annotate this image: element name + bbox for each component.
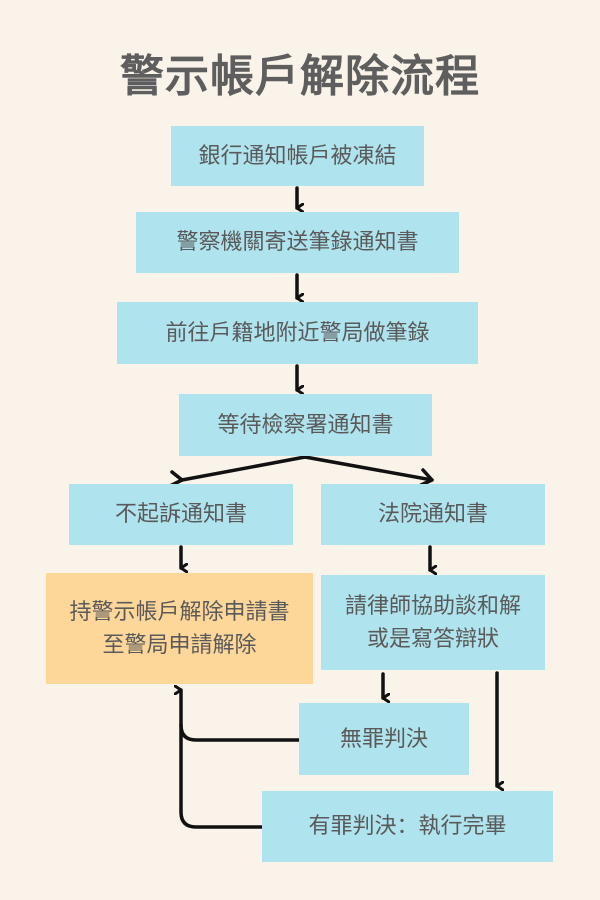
- step-label: 警察機關寄送筆錄通知書: [176, 230, 419, 255]
- arrow-4-6: [303, 455, 434, 482]
- step-label: 銀行通知帳戶被凍結: [198, 143, 397, 169]
- step-label: 前往戶籍地附近警局做筆錄: [165, 320, 430, 346]
- step-label: 無罪判決: [339, 726, 428, 752]
- step-police-notice: 警察機關寄送筆錄通知書: [136, 212, 459, 273]
- step-label: 法院通知書: [377, 502, 488, 527]
- page-title: 警示帳戶解除流程: [120, 51, 480, 102]
- step-label: 至警局申請解除: [102, 632, 257, 658]
- step-guilty-served: 有罪判決：執行完畢: [262, 791, 553, 862]
- step-lawyer: 請律師協助談和解或是寫答辯狀: [321, 575, 545, 670]
- step-bank-notice: 銀行通知帳戶被凍結: [171, 126, 424, 186]
- arrow-4-5: [180, 455, 307, 482]
- arrow-10-7: [179, 723, 264, 829]
- step-apply-release: 持警示帳戶解除申請書至警局申請解除: [46, 573, 313, 684]
- step-await-prosecutor: 等待檢察署通知書: [179, 394, 432, 456]
- step-label: 有罪判決：執行完畢: [308, 814, 507, 839]
- step-non-prosecution: 不起訴通知書: [69, 484, 293, 545]
- step-label: 等待檢察署通知書: [217, 412, 394, 438]
- arrow-9-7: [181, 690, 301, 742]
- step-court-notice: 法院通知書: [321, 484, 545, 545]
- step-label: 持警示帳戶解除申請書: [69, 599, 290, 625]
- step-label: 或是寫答辯狀: [366, 626, 499, 652]
- step-label: 不起訴通知書: [114, 502, 247, 527]
- step-statement: 前往戶籍地附近警局做筆錄: [117, 302, 478, 364]
- step-label: 請律師協助談和解: [344, 593, 521, 619]
- step-not-guilty: 無罪判決: [299, 703, 469, 775]
